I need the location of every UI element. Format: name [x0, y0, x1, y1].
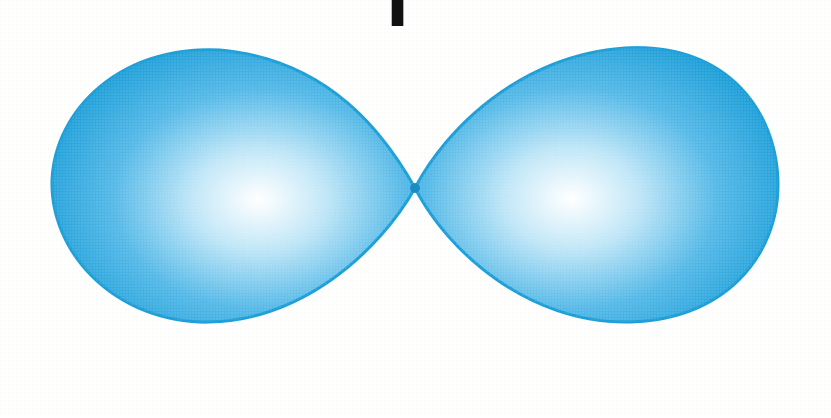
axis-label: I	[386, 0, 409, 36]
nucleus-node	[410, 183, 420, 193]
